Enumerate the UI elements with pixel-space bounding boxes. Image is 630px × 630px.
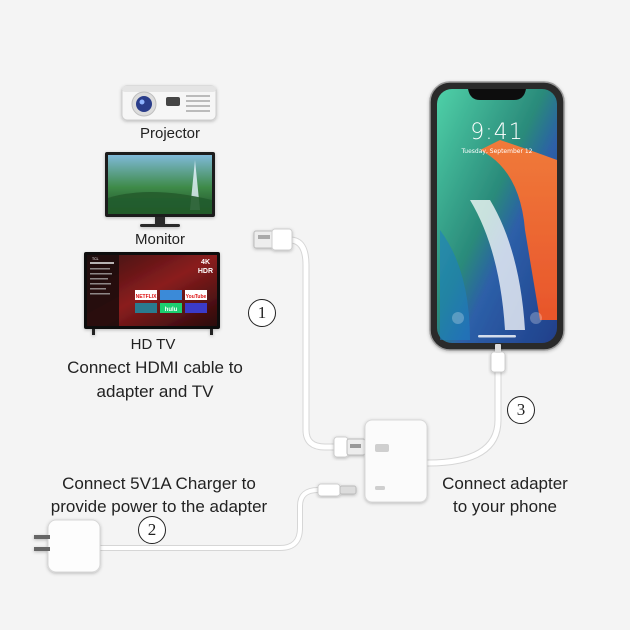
tv-tile-youtube: YouTube: [186, 294, 207, 300]
step2-number: 2: [138, 516, 166, 544]
flashlight-icon: [452, 312, 464, 324]
tv-tile-hulu: hulu: [165, 307, 178, 313]
tv-tile-netflix: NETFLIX: [136, 294, 157, 300]
phone-time: 9:41: [470, 120, 524, 145]
phone-date: Tuesday, September 12: [461, 148, 533, 155]
camera-icon: [530, 312, 542, 324]
hdmi-cable: [286, 236, 346, 451]
step2-text-line2: provide power to the adapter: [50, 497, 268, 516]
step1-text-line1: Connect HDMI cable to: [67, 358, 243, 377]
step1-text-line2: adapter and TV: [96, 382, 214, 401]
tv-image: NETFLIX YouTube hulu TCL 4K HDR: [84, 252, 220, 335]
step3-text-line2: to your phone: [453, 497, 557, 516]
lightning-plug-phone: [490, 344, 506, 373]
projector-label: Projector: [139, 125, 201, 142]
tv-badge-hdr: HDR: [198, 268, 213, 275]
tv-label: HD TV: [130, 336, 176, 353]
monitor-image: [105, 152, 215, 227]
charger-plug: [317, 483, 357, 497]
step3-number: 3: [507, 396, 535, 424]
step2-text-line1: Connect 5V1A Charger to: [62, 474, 256, 493]
adapter: [364, 419, 428, 503]
tv-badge-4k: 4K: [201, 259, 210, 266]
monitor-label: Monitor: [134, 231, 186, 248]
tv-brand: TCL: [92, 257, 99, 261]
projector-image: [121, 85, 217, 121]
phone-image: [429, 81, 565, 351]
hdmi-plug-adapter: [333, 436, 366, 458]
wall-charger: [34, 519, 101, 573]
hdmi-plug-top: [253, 228, 293, 251]
step1-number: 1: [248, 299, 276, 327]
step3-text-line1: Connect adapter: [442, 474, 568, 493]
cables: [97, 236, 502, 551]
